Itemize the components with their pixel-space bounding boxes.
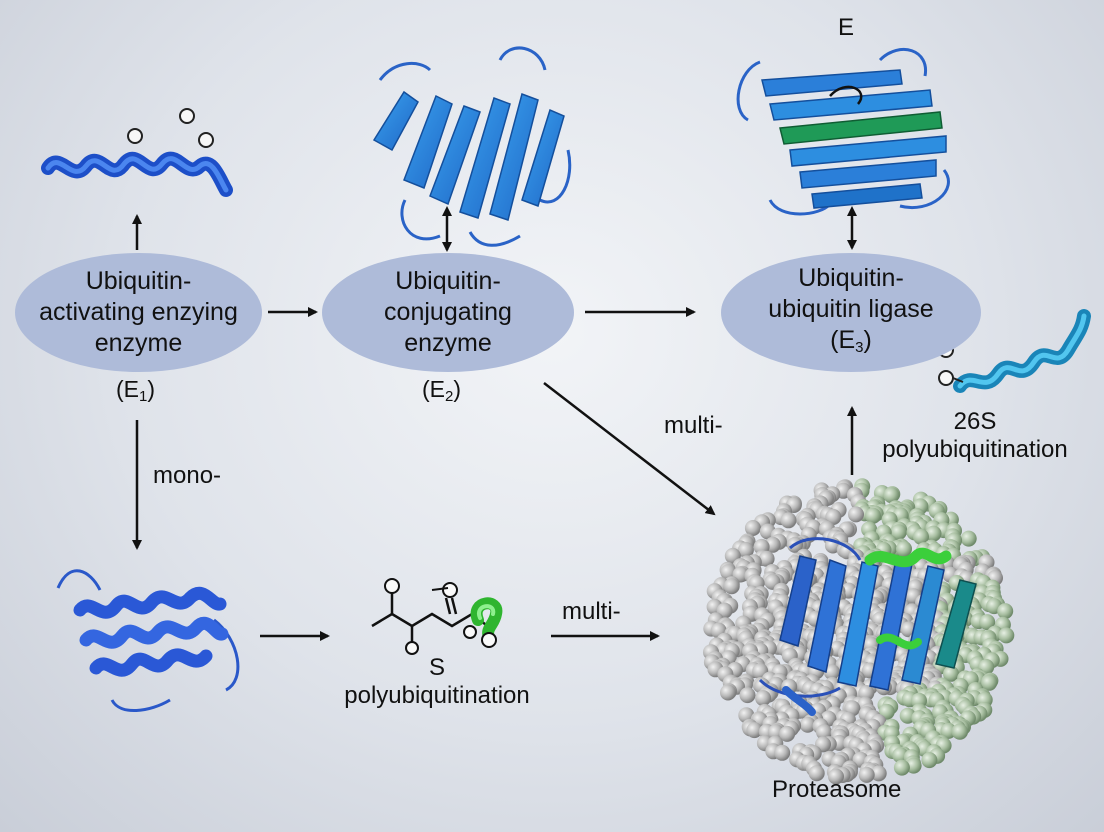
proteasome-particle [893, 759, 910, 776]
proteasome-particle [825, 509, 842, 525]
e2-node-label: Ubiquitin- conjugating enzyme [384, 267, 512, 357]
proteasome-particle [746, 722, 763, 739]
mono-label: mono- [153, 462, 222, 489]
substrate-label: S polyubiquitination [344, 654, 530, 709]
proteasome-particle [865, 507, 881, 524]
proteasome-particle [997, 603, 1014, 620]
proteasome-particle [799, 716, 816, 733]
multi-lower-label: multi- [562, 598, 621, 625]
proteasome-particle [960, 530, 977, 547]
e2-symbol: (E2) [422, 376, 462, 405]
e2-sheet-structure [372, 46, 572, 247]
e3-node-label: Ubiquitin- ubiquitin ligase (E3) [768, 263, 934, 356]
proteasome-particle [848, 506, 864, 523]
e1-node-label: Ubiquitin- activating enzying enzyme [39, 267, 238, 357]
proteasome-particle [744, 520, 761, 536]
proteasome-particle [774, 744, 791, 761]
proteasome-particle [998, 627, 1015, 644]
proteasome-particle [723, 578, 740, 595]
proteasome-particle [925, 525, 942, 542]
proteasome-particle [883, 487, 900, 504]
proteasome-particle [858, 685, 875, 701]
proteasome-particle [943, 665, 959, 682]
proteasome-particle [720, 564, 737, 581]
e3-top-label: E [838, 14, 855, 41]
proteasome-particle [737, 542, 754, 558]
e3-node: Ubiquitin- ubiquitin ligase (E3) [721, 253, 981, 372]
multi-upper-label: multi- [664, 412, 723, 439]
proteasome-particle [824, 664, 840, 681]
proteasome-particle [779, 725, 796, 742]
e1-helix-structure [41, 108, 233, 197]
proteasome-particle [816, 724, 832, 741]
e1-symbol: (E1) [116, 376, 156, 405]
proteasome-particle [858, 766, 875, 783]
e2-node: Ubiquitin- conjugating enzyme [322, 253, 574, 372]
e3-sheet-structure [736, 48, 950, 216]
proteasome-particle [890, 524, 907, 541]
mono-ubiquitin-bundle [56, 569, 240, 713]
substrate-molecule [371, 578, 503, 655]
proteasome-label: Proteasome [772, 776, 902, 803]
s26-label: 26S polyubiquitination [882, 408, 1068, 463]
proteasome-particle [913, 528, 929, 545]
pathway-arrows [132, 206, 857, 641]
proteasome-particle [981, 674, 998, 691]
e1-node: Ubiquitin- activating enzying enzyme [15, 253, 262, 372]
proteasome-particle [921, 752, 938, 769]
proteasome-particle [870, 765, 887, 782]
proteasome-particle [755, 690, 772, 707]
proteasome-particle [979, 614, 996, 631]
proteasome-particle [720, 684, 736, 701]
proteasome-particle [896, 540, 912, 557]
proteasome-particle [739, 687, 756, 704]
proteasome-particle [808, 765, 825, 782]
arrow-e2-to-proteasome [543, 382, 716, 516]
proteasome-particle [780, 512, 797, 529]
proteasome-particle [952, 723, 968, 740]
proteasome-particle [758, 550, 775, 567]
proteasome-particle [828, 768, 844, 785]
proteasome-inner-protein [758, 537, 977, 716]
